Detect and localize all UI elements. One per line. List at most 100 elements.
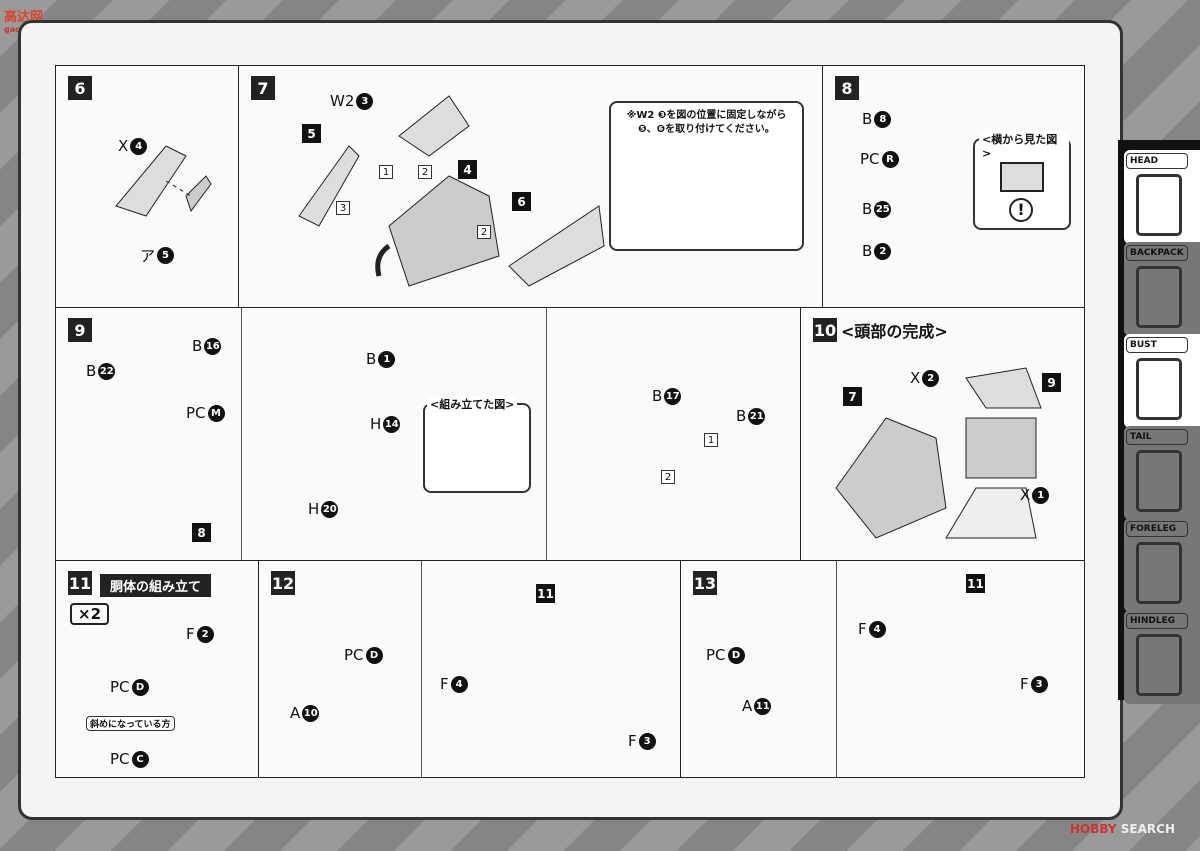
section-thumbnail-icon (1136, 358, 1182, 420)
circled-number: 3 (1030, 675, 1048, 693)
part-illustration (115, 145, 212, 217)
circled-number: D (365, 646, 383, 664)
sequence-box: 2 (661, 470, 675, 484)
sidebar-tab-foreleg[interactable]: FORELEG (1124, 518, 1200, 612)
circled-number: C (131, 750, 149, 768)
sidebar-tab-bust[interactable]: BUST (1124, 334, 1200, 428)
part-ref: 8 (192, 523, 211, 542)
sidebar-tab-backpack[interactable]: BACKPACK (1124, 242, 1200, 336)
step-10-panel: 10 <頭部の完成> (800, 307, 1085, 561)
step-11-title: 胴体の組み立て (100, 574, 212, 597)
circled-number: 8 (874, 110, 892, 128)
circled-number: 10 (302, 704, 320, 722)
circled-number: 2 (874, 242, 892, 260)
step-10-title: <頭部の完成> (841, 322, 948, 341)
circled-number: 1 (1032, 486, 1050, 504)
circled-number: 4 (450, 675, 468, 693)
step-9-panel: 9 <組み立てた図> (55, 307, 801, 561)
step-7-note: ※W2 ❸を図の位置に固定しながら ❺、❻を取り付けてください。 (609, 101, 804, 251)
step-13-panel: 13 (680, 560, 1085, 778)
sidebar-tab-tail[interactable]: TAIL (1124, 426, 1200, 520)
circled-number: 20 (321, 500, 339, 518)
part-illustration (835, 367, 1042, 539)
part-ref: 6 (512, 192, 531, 211)
circled-number: 11 (754, 697, 772, 715)
circled-number: 3 (356, 92, 374, 110)
step-number: 9 (68, 318, 92, 342)
circled-number: 14 (383, 415, 401, 433)
part-illustration (298, 95, 605, 287)
section-thumbnail-icon (1136, 450, 1182, 512)
sequence-box: 2 (418, 165, 432, 179)
step-number: 11 (68, 571, 92, 595)
circled-number: 17 (664, 387, 682, 405)
step-8-panel: 8 <横から見た図>! (822, 65, 1085, 308)
circled-number: 25 (874, 200, 892, 218)
section-thumbnail-icon (1136, 542, 1182, 604)
step-number: 6 (68, 76, 92, 100)
circled-number: 2 (922, 369, 940, 387)
step-number: 7 (251, 76, 275, 100)
step-number: 13 (693, 571, 717, 595)
part-ref: 5 (302, 124, 321, 143)
part-ref: 7 (843, 387, 862, 406)
circled-number: 1 (378, 350, 396, 368)
part-ref: 4 (458, 160, 477, 179)
step-6-panel: 6 (55, 65, 239, 308)
quantity-badge: ×2 (70, 603, 110, 625)
circled-number: 3 (638, 732, 656, 750)
section-thumbnail-icon (1136, 174, 1182, 236)
slanted-side-note: 斜めになっている方 (86, 716, 175, 731)
step-7-panel: 7 ※W2 ❸を図の位置に固定しながら ❺、❻を取り付けてください。 (238, 65, 823, 308)
circled-number: 2 (196, 625, 214, 643)
circled-number: 5 (157, 247, 175, 264)
circled-number: 16 (204, 337, 222, 355)
hobby-search-logo: HOBBY SEARCH (1070, 822, 1175, 836)
sidebar-tab-hindleg[interactable]: HINDLEG (1124, 610, 1200, 704)
circled-number: 22 (98, 362, 116, 380)
circled-number: R (881, 150, 899, 168)
assembled-view-note: <組み立てた図> (423, 396, 531, 493)
sidebar-tab-head[interactable]: HEAD (1124, 150, 1200, 244)
step-number: 8 (835, 76, 859, 100)
circled-number: 4 (130, 137, 148, 155)
step-number: 10 (813, 318, 837, 342)
circled-number: 21 (748, 407, 766, 425)
sequence-box: 3 (336, 201, 350, 215)
side-view-note: <横から見た図>! (973, 131, 1071, 230)
step-12-panel: 12 (258, 560, 681, 778)
step-number: 12 (271, 571, 295, 595)
part-ref: 9 (1042, 373, 1061, 392)
section-thumbnail-icon (1136, 266, 1182, 328)
circled-number: M (207, 404, 225, 422)
sequence-box: 1 (704, 433, 718, 447)
section-thumbnail-icon (1136, 634, 1182, 696)
part-ref: 11 (536, 584, 555, 603)
circled-number: 4 (868, 620, 886, 638)
